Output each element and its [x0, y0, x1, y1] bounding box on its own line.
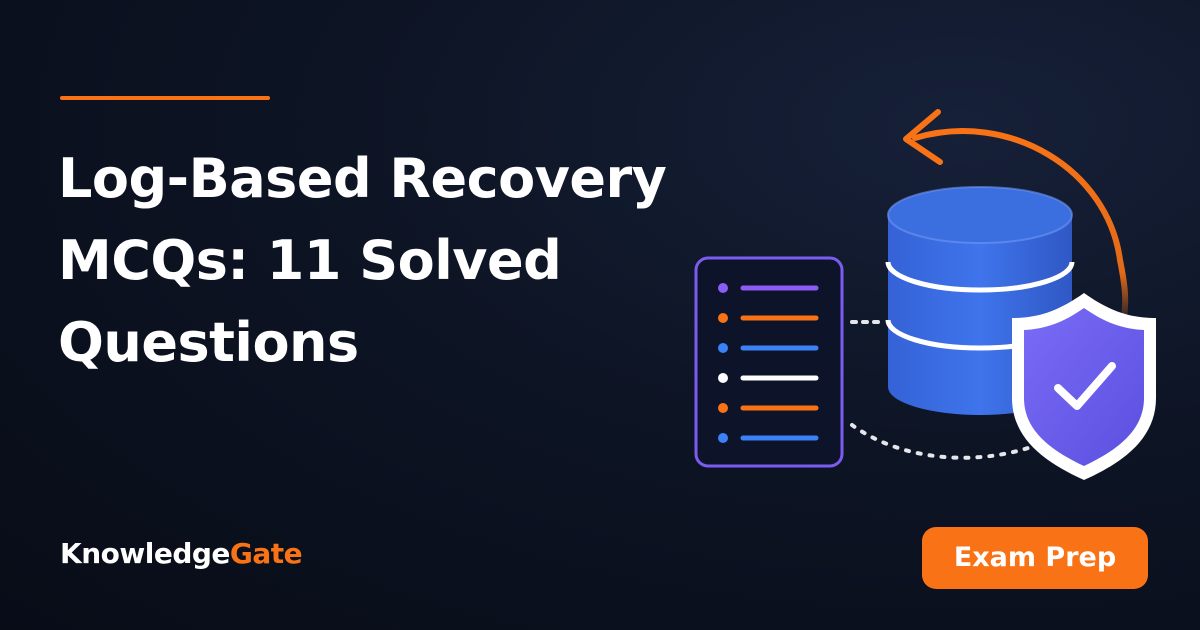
- log-entry-bullet: [718, 313, 728, 323]
- brand-logo: KnowledgeGate: [60, 534, 303, 574]
- brand-name-part-b: Gate: [229, 537, 303, 570]
- dotted-connector-icon: [850, 320, 1052, 460]
- title-line-1: Log-Based Recovery: [58, 147, 667, 210]
- log-document-icon: [694, 256, 844, 468]
- accent-line: [60, 96, 270, 100]
- brand-name-part-a: Knowledge: [60, 537, 230, 570]
- circular-arrow-icon: [903, 109, 1129, 323]
- title-line-2: MCQs: 11 Solved: [58, 229, 562, 292]
- log-entry-bullet: [718, 433, 728, 443]
- exam-prep-badge: Exam Prep: [922, 527, 1148, 589]
- log-entry-bullet: [718, 283, 728, 293]
- page-title: Log-Based Recovery MCQs: 11 Solved Quest…: [58, 138, 778, 384]
- shield-check-icon: [1012, 293, 1156, 480]
- title-line-3: Questions: [58, 311, 359, 374]
- log-entry-bullet: [718, 373, 728, 383]
- log-entry-bullet: [718, 343, 728, 353]
- log-entry-bullet: [718, 403, 728, 413]
